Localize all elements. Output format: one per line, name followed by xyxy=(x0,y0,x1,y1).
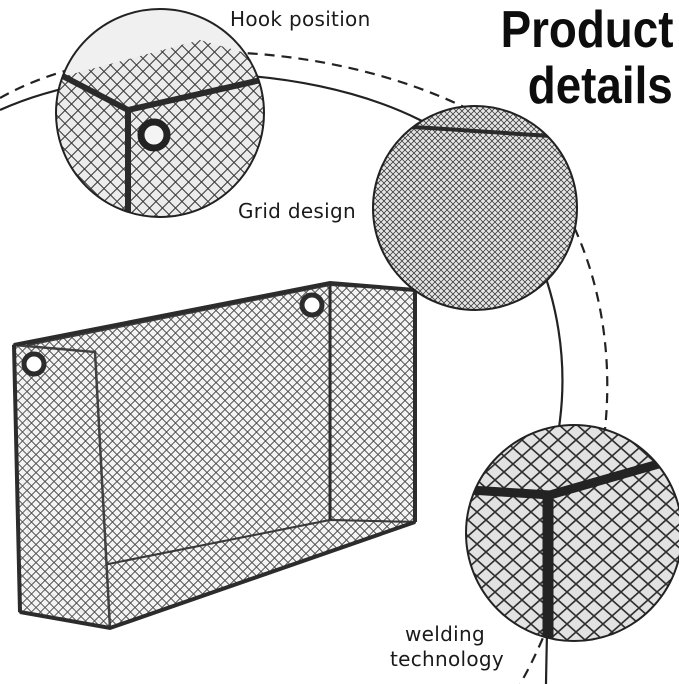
label-welding-line-1: welding xyxy=(405,622,485,646)
label-hook-position: Hook position xyxy=(230,7,371,31)
title-line-1: Product xyxy=(500,1,673,59)
hook-ring-right xyxy=(299,292,325,318)
zoom-hook-position xyxy=(55,8,265,218)
basket-side-panel xyxy=(329,283,416,524)
zoom-welding xyxy=(465,424,679,642)
basket-bottom-rim xyxy=(19,520,416,631)
basket-front-panel xyxy=(12,343,112,630)
label-grid-design: Grid design xyxy=(238,199,356,223)
zoom-grid-design xyxy=(372,105,578,311)
label-welding-line-2: technology xyxy=(390,647,505,671)
hook-ring-left xyxy=(21,351,47,377)
title-line-2: details xyxy=(528,57,673,115)
basket-main xyxy=(12,280,417,631)
